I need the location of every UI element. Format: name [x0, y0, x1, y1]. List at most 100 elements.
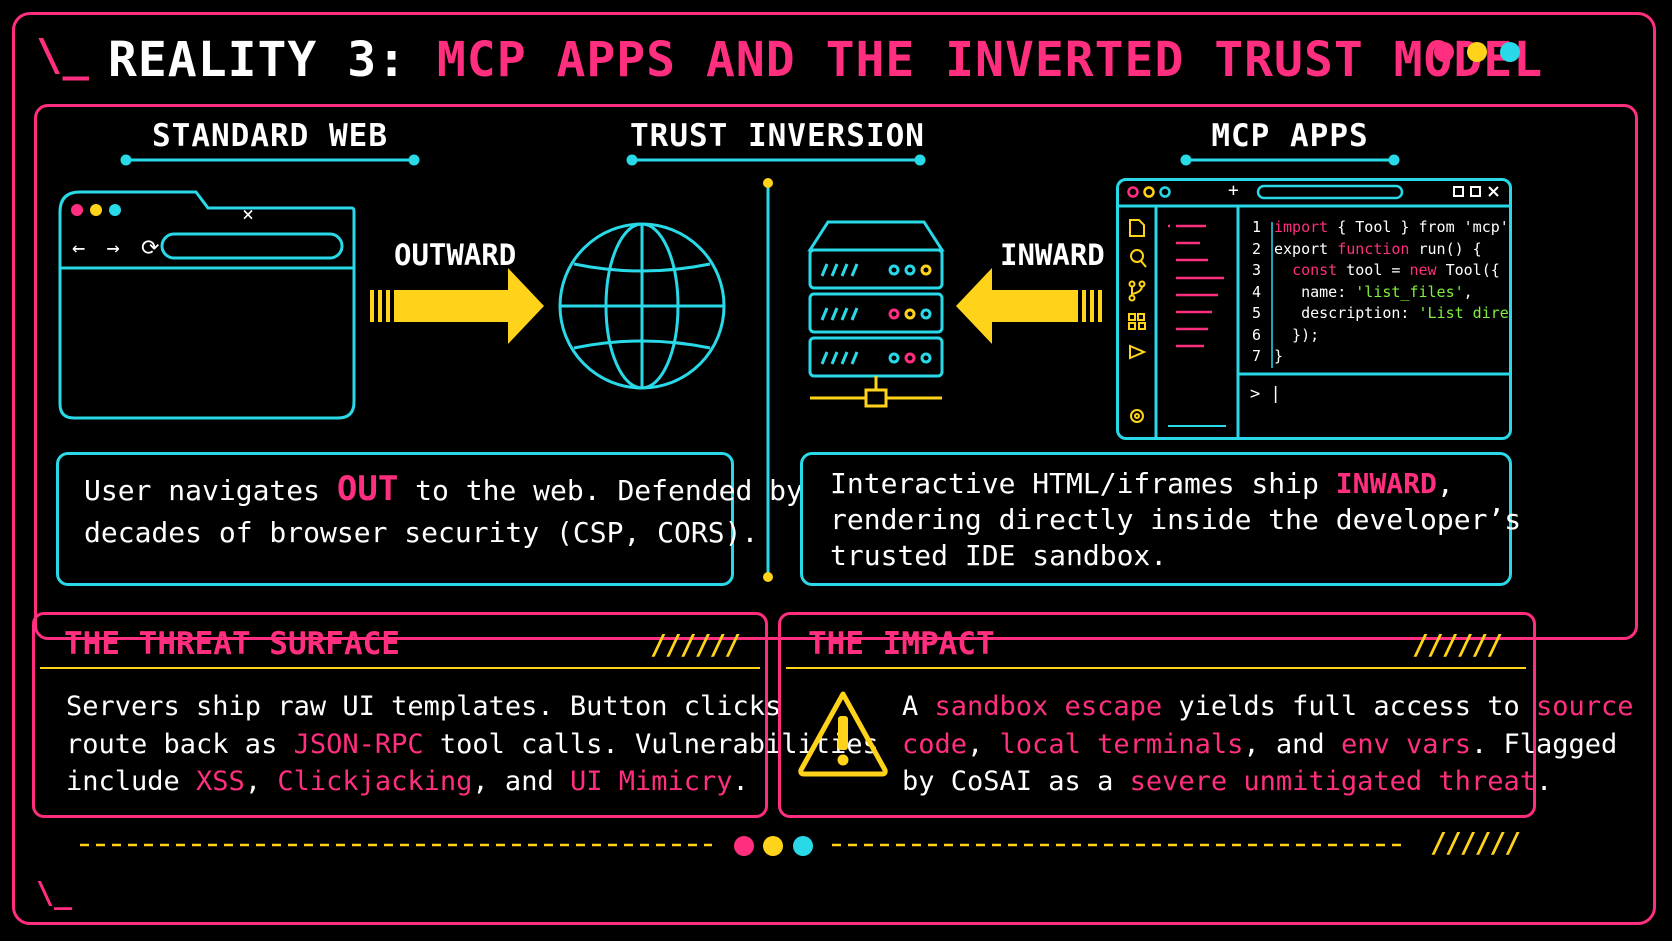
description-box-mcp-apps	[800, 452, 1512, 586]
code-token: const	[1292, 261, 1338, 279]
code-token: export	[1274, 239, 1338, 258]
code-token: run() {	[1409, 239, 1482, 258]
window-dot-cyan	[1500, 42, 1520, 62]
section-label-standard-web: STANDARD WEB	[152, 118, 388, 154]
line-number: 5	[1252, 304, 1262, 322]
desc-left-text: User navigates	[84, 474, 337, 507]
threat-text: ,	[244, 766, 278, 797]
browser-nav-icons: ← → ⟳	[72, 236, 164, 261]
threat-divider	[40, 667, 760, 669]
footer-dot-pink	[734, 836, 754, 856]
threat-text: , and	[472, 766, 570, 797]
desc-left-text: to the web. Defended by	[398, 474, 803, 507]
code-line: 2 export function run() {	[1252, 240, 1482, 258]
browser-window-icon	[58, 190, 356, 420]
footer-prompt-glyph: \_	[36, 876, 73, 911]
outward-arrow-icon	[370, 268, 544, 344]
line-number: 7	[1252, 347, 1262, 365]
line-number: 6	[1252, 325, 1262, 344]
ide-window-icon	[1116, 178, 1512, 440]
code-token: import	[1274, 218, 1329, 236]
close-icon: ×	[242, 202, 255, 226]
code-token: new	[1409, 261, 1437, 279]
threat-highlight-xss: XSS	[196, 766, 245, 797]
impact-highlight-code: code	[902, 728, 968, 760]
title-lead: REALITY 3:	[108, 32, 437, 88]
footer-hatch: //////	[1430, 826, 1521, 859]
code-line: 5 description: 'List directory',	[1252, 304, 1510, 322]
threat-text: .	[732, 766, 749, 797]
footer-dot-yellow	[763, 836, 783, 856]
description-mcp-apps: Interactive HTML/iframes ship INWARD, re…	[830, 466, 1521, 574]
inward-label: INWARD	[1000, 238, 1105, 272]
footer-dot-cyan	[793, 836, 813, 856]
outer-frame	[12, 12, 1656, 925]
ide-chrome	[1116, 184, 1512, 440]
line-number: 4	[1252, 282, 1262, 301]
code-token: }	[1274, 347, 1284, 365]
impact-text-part: ,	[967, 728, 1000, 760]
impact-highlight-severe-threat: severe unmitigated threat	[1129, 766, 1536, 797]
desc-right-line2: rendering directly inside the developer’…	[830, 503, 1522, 536]
new-tab-icon[interactable]: +	[1228, 180, 1239, 201]
code-line: 7}	[1252, 347, 1283, 365]
impact-hatch: //////	[1412, 628, 1503, 661]
section-label-trust-inversion: TRUST INVERSION	[630, 118, 925, 154]
desc-right-line3: trusted IDE sandbox.	[830, 539, 1168, 572]
line-number: 3	[1252, 261, 1262, 279]
threat-line1: Servers ship raw UI templates. Button cl…	[66, 691, 782, 722]
threat-highlight-jsonrpc: JSON-RPC	[293, 728, 424, 760]
impact-highlight-source: source	[1535, 691, 1634, 722]
impact-text-part: A	[902, 691, 935, 722]
code-token: tool =	[1337, 261, 1410, 279]
impact-text-part: . Flagged	[1470, 728, 1618, 760]
code-line: 3 const tool = new Tool({	[1252, 261, 1500, 279]
threat-text: include	[66, 766, 197, 797]
footer-dashes	[80, 843, 1408, 847]
desc-right-text: ,	[1436, 467, 1454, 500]
desc-left-highlight: OUT	[336, 469, 399, 509]
code-line: 6 });	[1252, 326, 1319, 344]
threat-surface-text: Servers ship raw UI templates. Button cl…	[66, 688, 879, 801]
impact-panel	[778, 612, 1536, 818]
code-token: function	[1337, 239, 1410, 258]
code-token: Tool({	[1436, 261, 1500, 279]
code-token	[1274, 261, 1292, 279]
impact-title: THE IMPACT	[808, 626, 995, 662]
outward-label: OUTWARD	[394, 238, 517, 272]
code-token: 'List directory'	[1418, 304, 1511, 322]
impact-highlight-local-terminals: local terminals	[999, 728, 1244, 760]
threat-hatch: //////	[650, 628, 741, 661]
line-number: 1	[1252, 218, 1262, 236]
code-token: 'list_files'	[1355, 282, 1464, 301]
terminal-prompt[interactable]: > |	[1250, 384, 1281, 404]
window-dot-yellow	[1467, 42, 1487, 62]
impact-text-part: yields full access to	[1162, 691, 1536, 722]
section-label-mcp-apps: MCP APPS	[1211, 118, 1369, 154]
terminal-prompt-glyph: \_	[36, 30, 89, 81]
server-rack-icon	[807, 220, 945, 408]
code-token: ,	[1463, 282, 1473, 301]
code-line: 4 name: 'list_files',	[1252, 283, 1473, 301]
code-token: name:	[1274, 282, 1356, 301]
impact-text-part: .	[1535, 766, 1553, 797]
code-token: });	[1274, 325, 1320, 344]
trust-model-panel	[34, 104, 1638, 640]
line-number: 2	[1252, 239, 1262, 258]
impact-divider	[786, 667, 1526, 669]
desc-right-highlight: INWARD	[1335, 467, 1437, 500]
title-rest: MCP APPS AND THE INVERTED TRUST MODEL	[436, 32, 1544, 88]
threat-highlight-ui-mimicry: UI Mimicry	[569, 766, 733, 797]
impact-text-part: , and	[1243, 728, 1341, 760]
threat-text: tool calls. Vulnerabilities	[423, 728, 879, 760]
impact-text-part: by CoSAI as a	[902, 766, 1130, 797]
impact-highlight-sandbox-escape: sandbox escape	[934, 691, 1163, 722]
warning-triangle-icon	[798, 691, 888, 777]
description-standard-web: User navigates OUT to the web. Defended …	[84, 468, 803, 554]
impact-highlight-env-vars: env vars	[1340, 728, 1471, 760]
globe-icon	[558, 222, 726, 390]
desc-left-line2: decades of browser security (CSP, CORS).	[84, 516, 759, 549]
